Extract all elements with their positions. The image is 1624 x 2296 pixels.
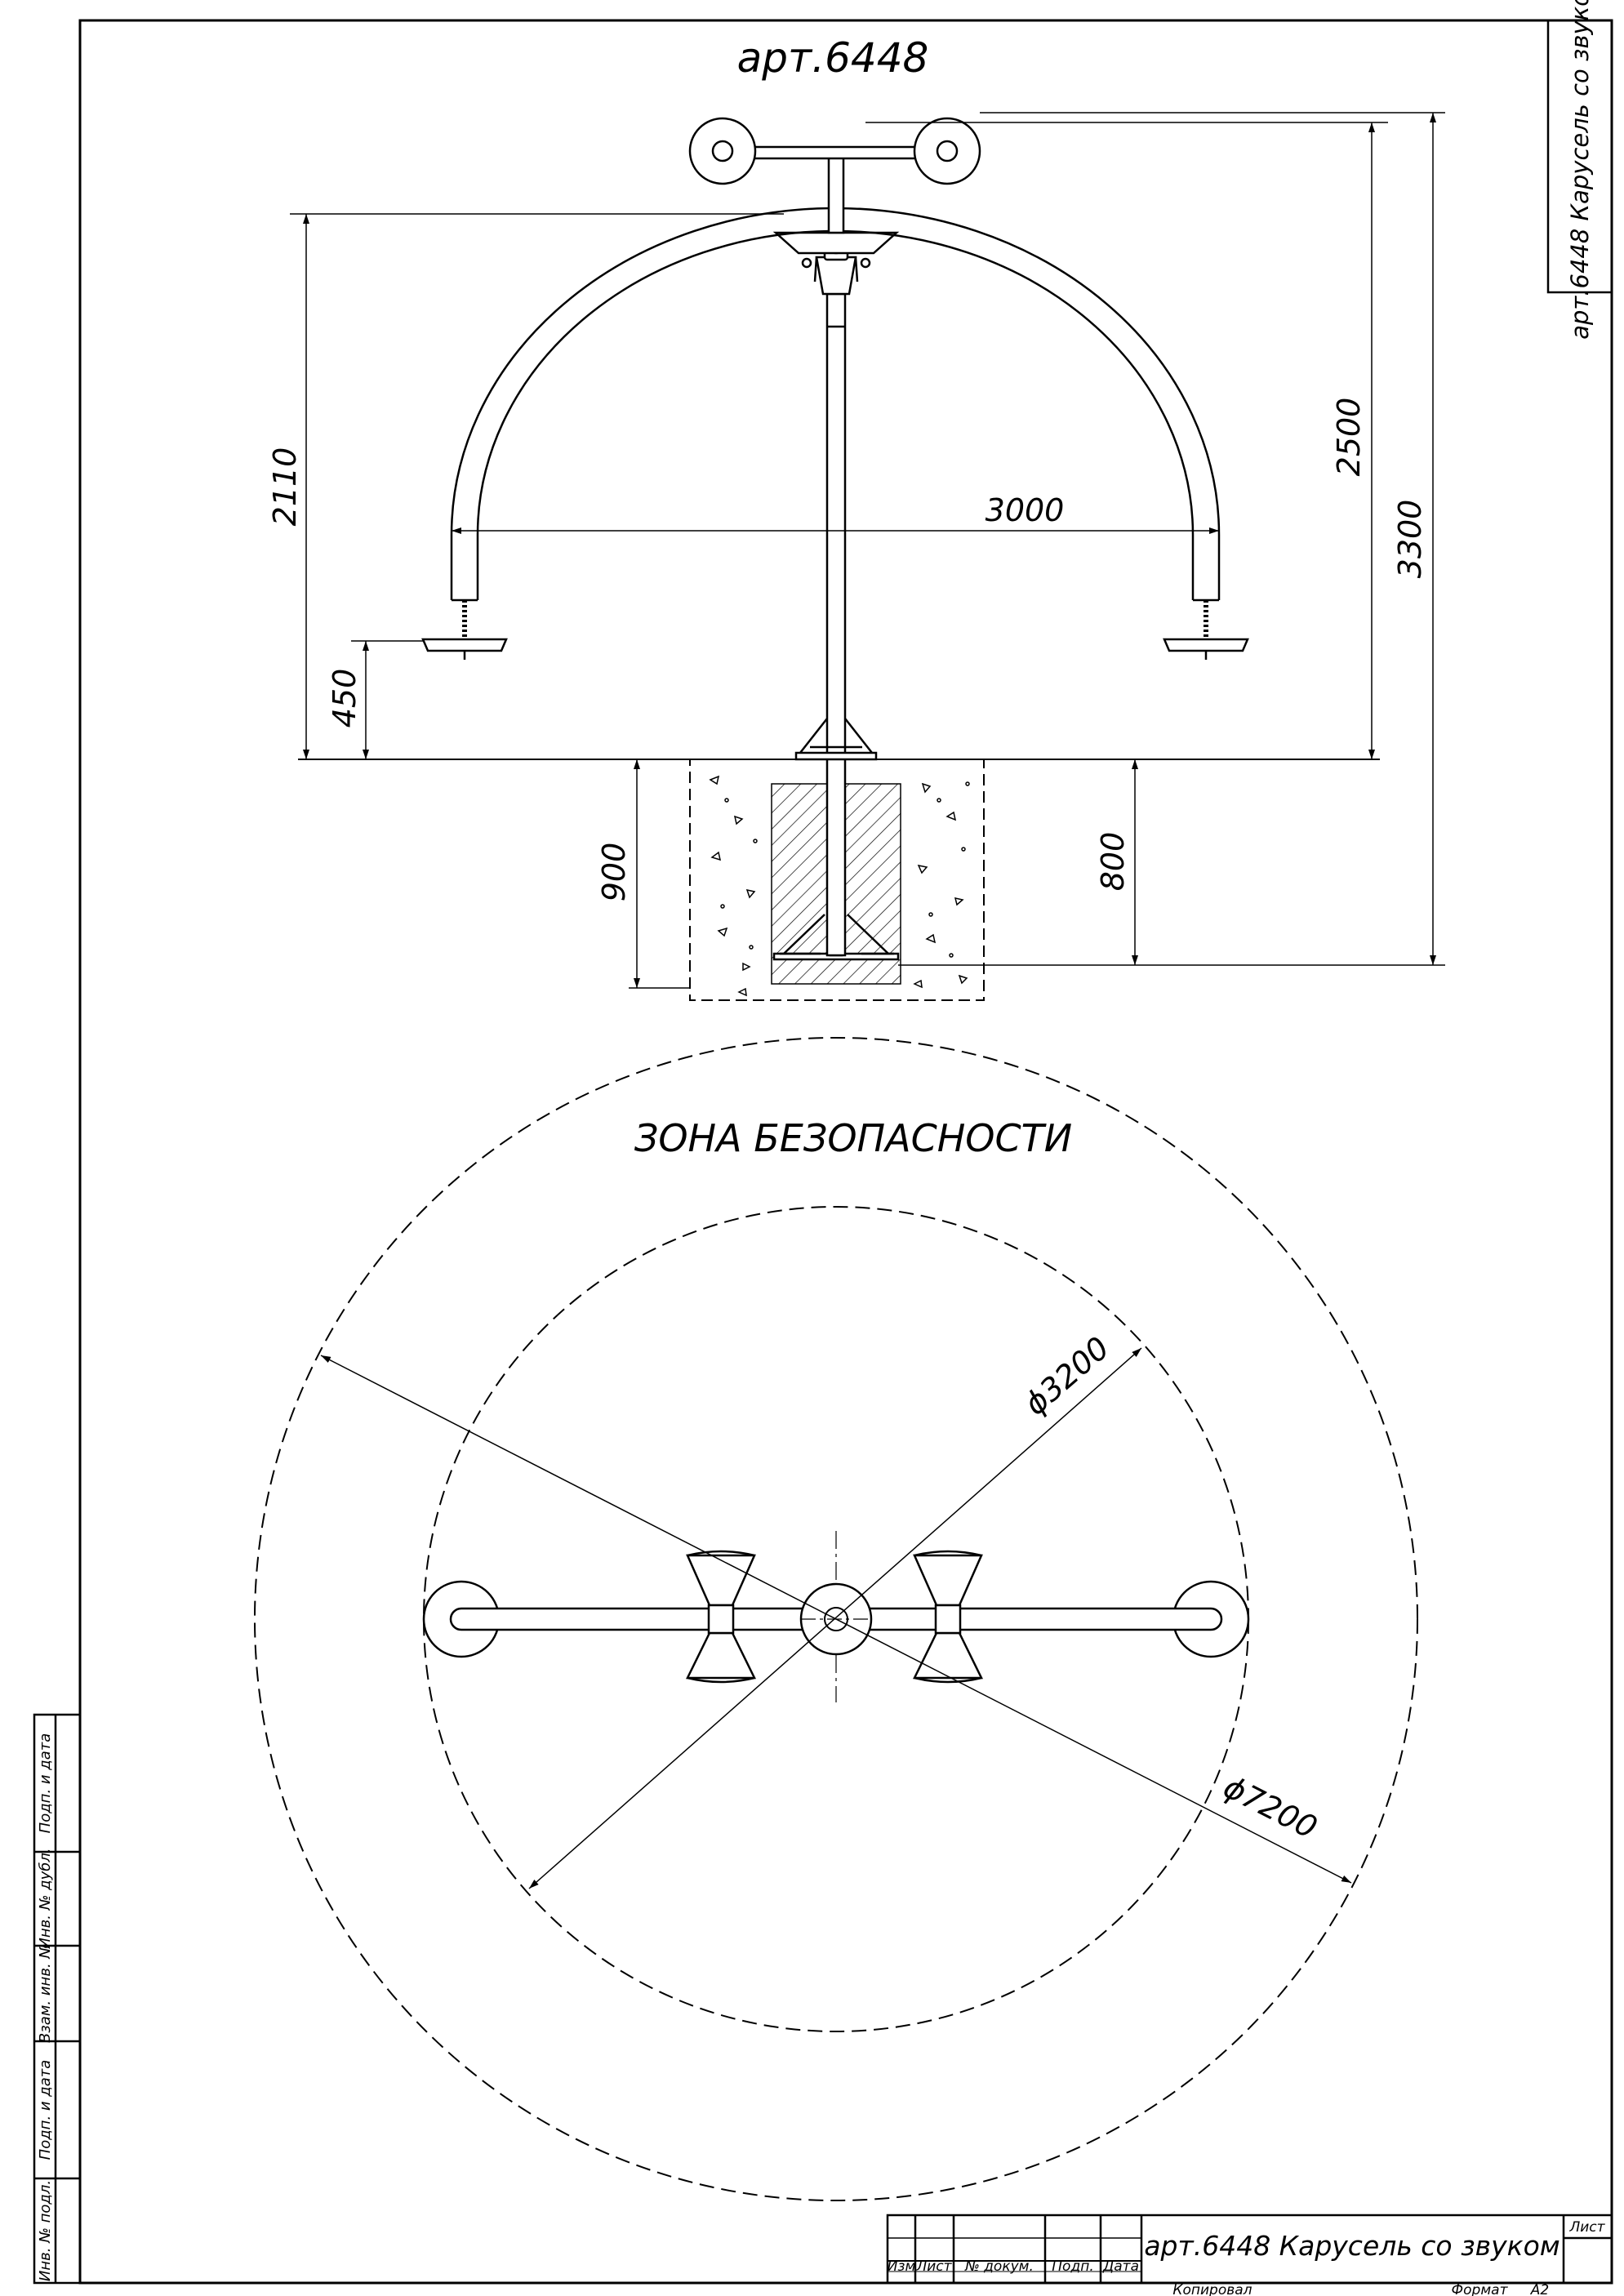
handle-wheel-left [688, 117, 757, 185]
dim-line-inner [528, 1347, 1142, 1889]
title-block-header-sign: Подп. [1052, 2258, 1093, 2275]
left-stamp-field-1: Подп. и дата [37, 1733, 54, 1834]
title-block-sheet-label: Лист [1568, 2219, 1605, 2236]
title-block-designation: арт.6448 Карусель со звуком [1144, 2230, 1559, 2262]
dim-2500: 2500 [1331, 398, 1367, 477]
title-block-header-doc: № докум. [964, 2258, 1034, 2275]
dim-inner-diameter: ϕ3200 [1017, 1330, 1116, 1422]
dim-900: 900 [596, 843, 632, 902]
sheet-border [78, 19, 1613, 2285]
seat-right [1163, 600, 1249, 660]
safety-zone-label: ЗОНА БЕЗОПАСНОСТИ [634, 1116, 1072, 1160]
dim-outer-diameter: ϕ7200 [1218, 1769, 1323, 1845]
central-pole [825, 292, 847, 957]
dim-450: 450 [327, 669, 363, 728]
title-block-header-izm: Изм [888, 2258, 916, 2275]
plan-dimensions [320, 1347, 1352, 1889]
left-stamp-field-2: Инв. № дубл. [37, 1848, 54, 1948]
dim-3300: 3300 [1392, 500, 1428, 579]
seat-left [421, 600, 508, 660]
pole-base-flange [794, 718, 878, 761]
front-view [298, 117, 1380, 1001]
title-block-copied: Копировал [1172, 2282, 1252, 2296]
dim-3000: 3000 [986, 492, 1065, 528]
front-dimensions [290, 112, 1445, 989]
title-block-header-date: Дата [1102, 2258, 1139, 2275]
safety-zone-outer [254, 1037, 1418, 2201]
dim-800: 800 [1095, 832, 1131, 892]
title-block [886, 2214, 1613, 2285]
handle-bar [748, 145, 924, 160]
side-stamp-text: арт.6448 Карусель со звуком [1566, 0, 1594, 340]
left-stamp-field-5: Инв. № подл. [37, 2180, 54, 2281]
top-hub [815, 256, 857, 296]
handle-wheel-right [913, 117, 981, 185]
anchor-base-plate [772, 952, 900, 961]
handle-post [827, 154, 845, 234]
side-stamp: арт.6448 Карусель со звуком [1546, 0, 1613, 340]
dim-2110: 2110 [267, 447, 303, 527]
left-stamp-field-4: Подп. и дата [37, 2060, 54, 2160]
sheet-title: арт.6448 [737, 34, 929, 82]
title-block-format-value: А2 [1530, 2282, 1549, 2296]
title-block-header-list: Лист [915, 2258, 952, 2275]
left-stamp [33, 1713, 82, 2285]
concrete-aggregate [709, 775, 970, 997]
left-stamp-field-3: Взам. инв. № [37, 1943, 54, 2043]
title-block-format-label: Формат [1452, 2282, 1509, 2296]
